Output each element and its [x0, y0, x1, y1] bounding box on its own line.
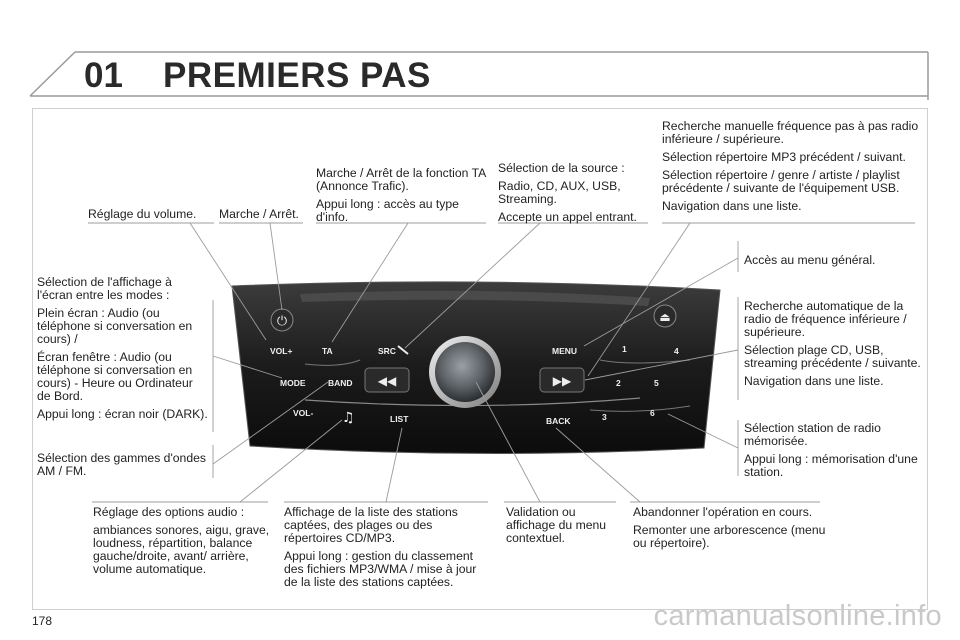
- preset-1-button[interactable]: 1: [622, 344, 627, 354]
- callout-auto-search-text-1: Recherche automatique de la radio de fré…: [744, 299, 907, 339]
- callout-audio-options-text-1: Réglage des options audio :: [93, 505, 245, 519]
- callout-display-mode-text-2: Plein écran : Audio (ou téléphone si con…: [37, 306, 193, 346]
- vol-plus-button[interactable]: VOL+: [270, 346, 292, 356]
- preset-3-button[interactable]: 3: [602, 412, 607, 422]
- callout-preset-text-1: Sélection station de radio mémorisée.: [744, 421, 881, 448]
- audio-settings-icon[interactable]: ♫: [342, 410, 355, 426]
- callout-auto-search: Recherche automatique de la radio de fré…: [744, 300, 924, 393]
- mode-button[interactable]: MODE: [280, 378, 306, 388]
- callout-source-text-3: Accepte un appel entrant.: [498, 210, 637, 224]
- back-button[interactable]: BACK: [546, 416, 571, 426]
- callout-manual-search: Recherche manuelle fréquence pas à pas r…: [662, 120, 922, 218]
- watermark: carmanualsonline.info: [653, 600, 942, 632]
- callout-manual-search-text-2: Sélection répertoire MP3 précédent / sui…: [662, 150, 906, 164]
- next-icon: ▶▶: [553, 374, 572, 388]
- callout-manual-search-text-3: Sélection répertoire / genre / artiste /…: [662, 168, 900, 195]
- callout-display-mode-text-3: Écran fenêtre : Audio (ou téléphone si c…: [37, 350, 193, 403]
- prev-button[interactable]: [364, 367, 410, 393]
- callout-validate-text: Validation ou affichage du menu contextu…: [506, 505, 607, 545]
- preset-2-button[interactable]: 2: [616, 378, 621, 388]
- callout-auto-search-text-3: Navigation dans une liste.: [744, 374, 884, 388]
- menu-button[interactable]: MENU: [552, 346, 577, 356]
- callout-back-text-2: Remonter une arborescence (menu ou réper…: [633, 523, 826, 550]
- vol-minus-button[interactable]: VOL-: [293, 408, 313, 418]
- next-button[interactable]: [539, 367, 585, 393]
- list-button[interactable]: LIST: [390, 414, 409, 424]
- callout-ta-text-1: Marche / Arrêt de la fonction TA (Annonc…: [316, 166, 486, 193]
- validation-knob[interactable]: [435, 342, 495, 402]
- callout-band-text: Sélection des gammes d'ondes AM / FM.: [37, 451, 206, 478]
- chapter-number: 01: [84, 56, 123, 95]
- callout-display-mode-text-1: Sélection de l'affichage à l'écran entre…: [37, 275, 172, 302]
- callout-source-text-2: Radio, CD, AUX, USB, Streaming.: [498, 179, 621, 206]
- callout-menu-text: Accès au menu général.: [744, 253, 876, 267]
- power-icon: ⏻: [277, 314, 287, 329]
- callout-source-text-1: Sélection de la source :: [498, 161, 625, 175]
- callout-ta-text-2: Appui long : accès au type d'info.: [316, 197, 459, 224]
- eject-icon: ⏏: [659, 310, 670, 324]
- ta-button[interactable]: TA: [322, 346, 333, 356]
- callout-back: Abandonner l'opération en cours. Remonte…: [633, 506, 828, 555]
- callout-display-mode-text-4: Appui long : écran noir (DARK).: [37, 407, 208, 421]
- callout-validate: Validation ou affichage du menu contextu…: [506, 506, 621, 550]
- page-number: 178: [32, 614, 53, 628]
- prev-icon: ◀◀: [378, 374, 397, 388]
- callout-preset-text-2: Appui long : mémorisation d'une station.: [744, 452, 918, 479]
- callout-band: Sélection des gammes d'ondes AM / FM.: [37, 452, 207, 483]
- callout-back-text-1: Abandonner l'opération en cours.: [633, 505, 813, 519]
- callout-auto-search-text-2: Sélection plage CD, USB, streaming précé…: [744, 343, 921, 370]
- preset-5-button[interactable]: 5: [654, 378, 659, 388]
- callout-audio-options-text-2: ambiances sonores, aigu, grave, loudness…: [93, 523, 270, 576]
- callout-volume-text: Réglage du volume.: [88, 207, 197, 221]
- callout-source: Sélection de la source : Radio, CD, AUX,…: [498, 162, 648, 229]
- chapter-title: PREMIERS PAS: [163, 56, 431, 95]
- callout-ta: Marche / Arrêt de la fonction TA (Annonc…: [316, 167, 486, 229]
- src-button[interactable]: SRC: [378, 346, 396, 356]
- preset-6-button[interactable]: 6: [650, 408, 655, 418]
- callout-manual-search-text-1: Recherche manuelle fréquence pas à pas r…: [662, 119, 919, 146]
- band-button[interactable]: BAND: [328, 378, 353, 388]
- callout-manual-search-text-4: Navigation dans une liste.: [662, 199, 802, 213]
- callout-list-text-1: Affichage de la liste des stations capté…: [284, 505, 458, 545]
- callout-display-mode: Sélection de l'affichage à l'écran entre…: [37, 276, 209, 426]
- callout-list: Affichage de la liste des stations capté…: [284, 506, 490, 594]
- callout-menu: Accès au menu général.: [744, 254, 914, 272]
- content-frame: [32, 108, 928, 610]
- callout-power-text: Marche / Arrêt.: [219, 207, 299, 221]
- chapter-corner-mark: [29, 51, 929, 100]
- phone-icon: [397, 345, 409, 355]
- callout-audio-options: Réglage des options audio : ambiances so…: [93, 506, 273, 581]
- callout-list-text-2: Appui long : gestion du classement des f…: [284, 549, 477, 589]
- eject-button[interactable]: [653, 304, 677, 328]
- callout-preset: Sélection station de radio mémorisée. Ap…: [744, 422, 919, 484]
- preset-4-button[interactable]: 4: [674, 346, 679, 356]
- callout-power: Marche / Arrêt.: [219, 208, 309, 226]
- callout-volume: Réglage du volume.: [88, 208, 218, 226]
